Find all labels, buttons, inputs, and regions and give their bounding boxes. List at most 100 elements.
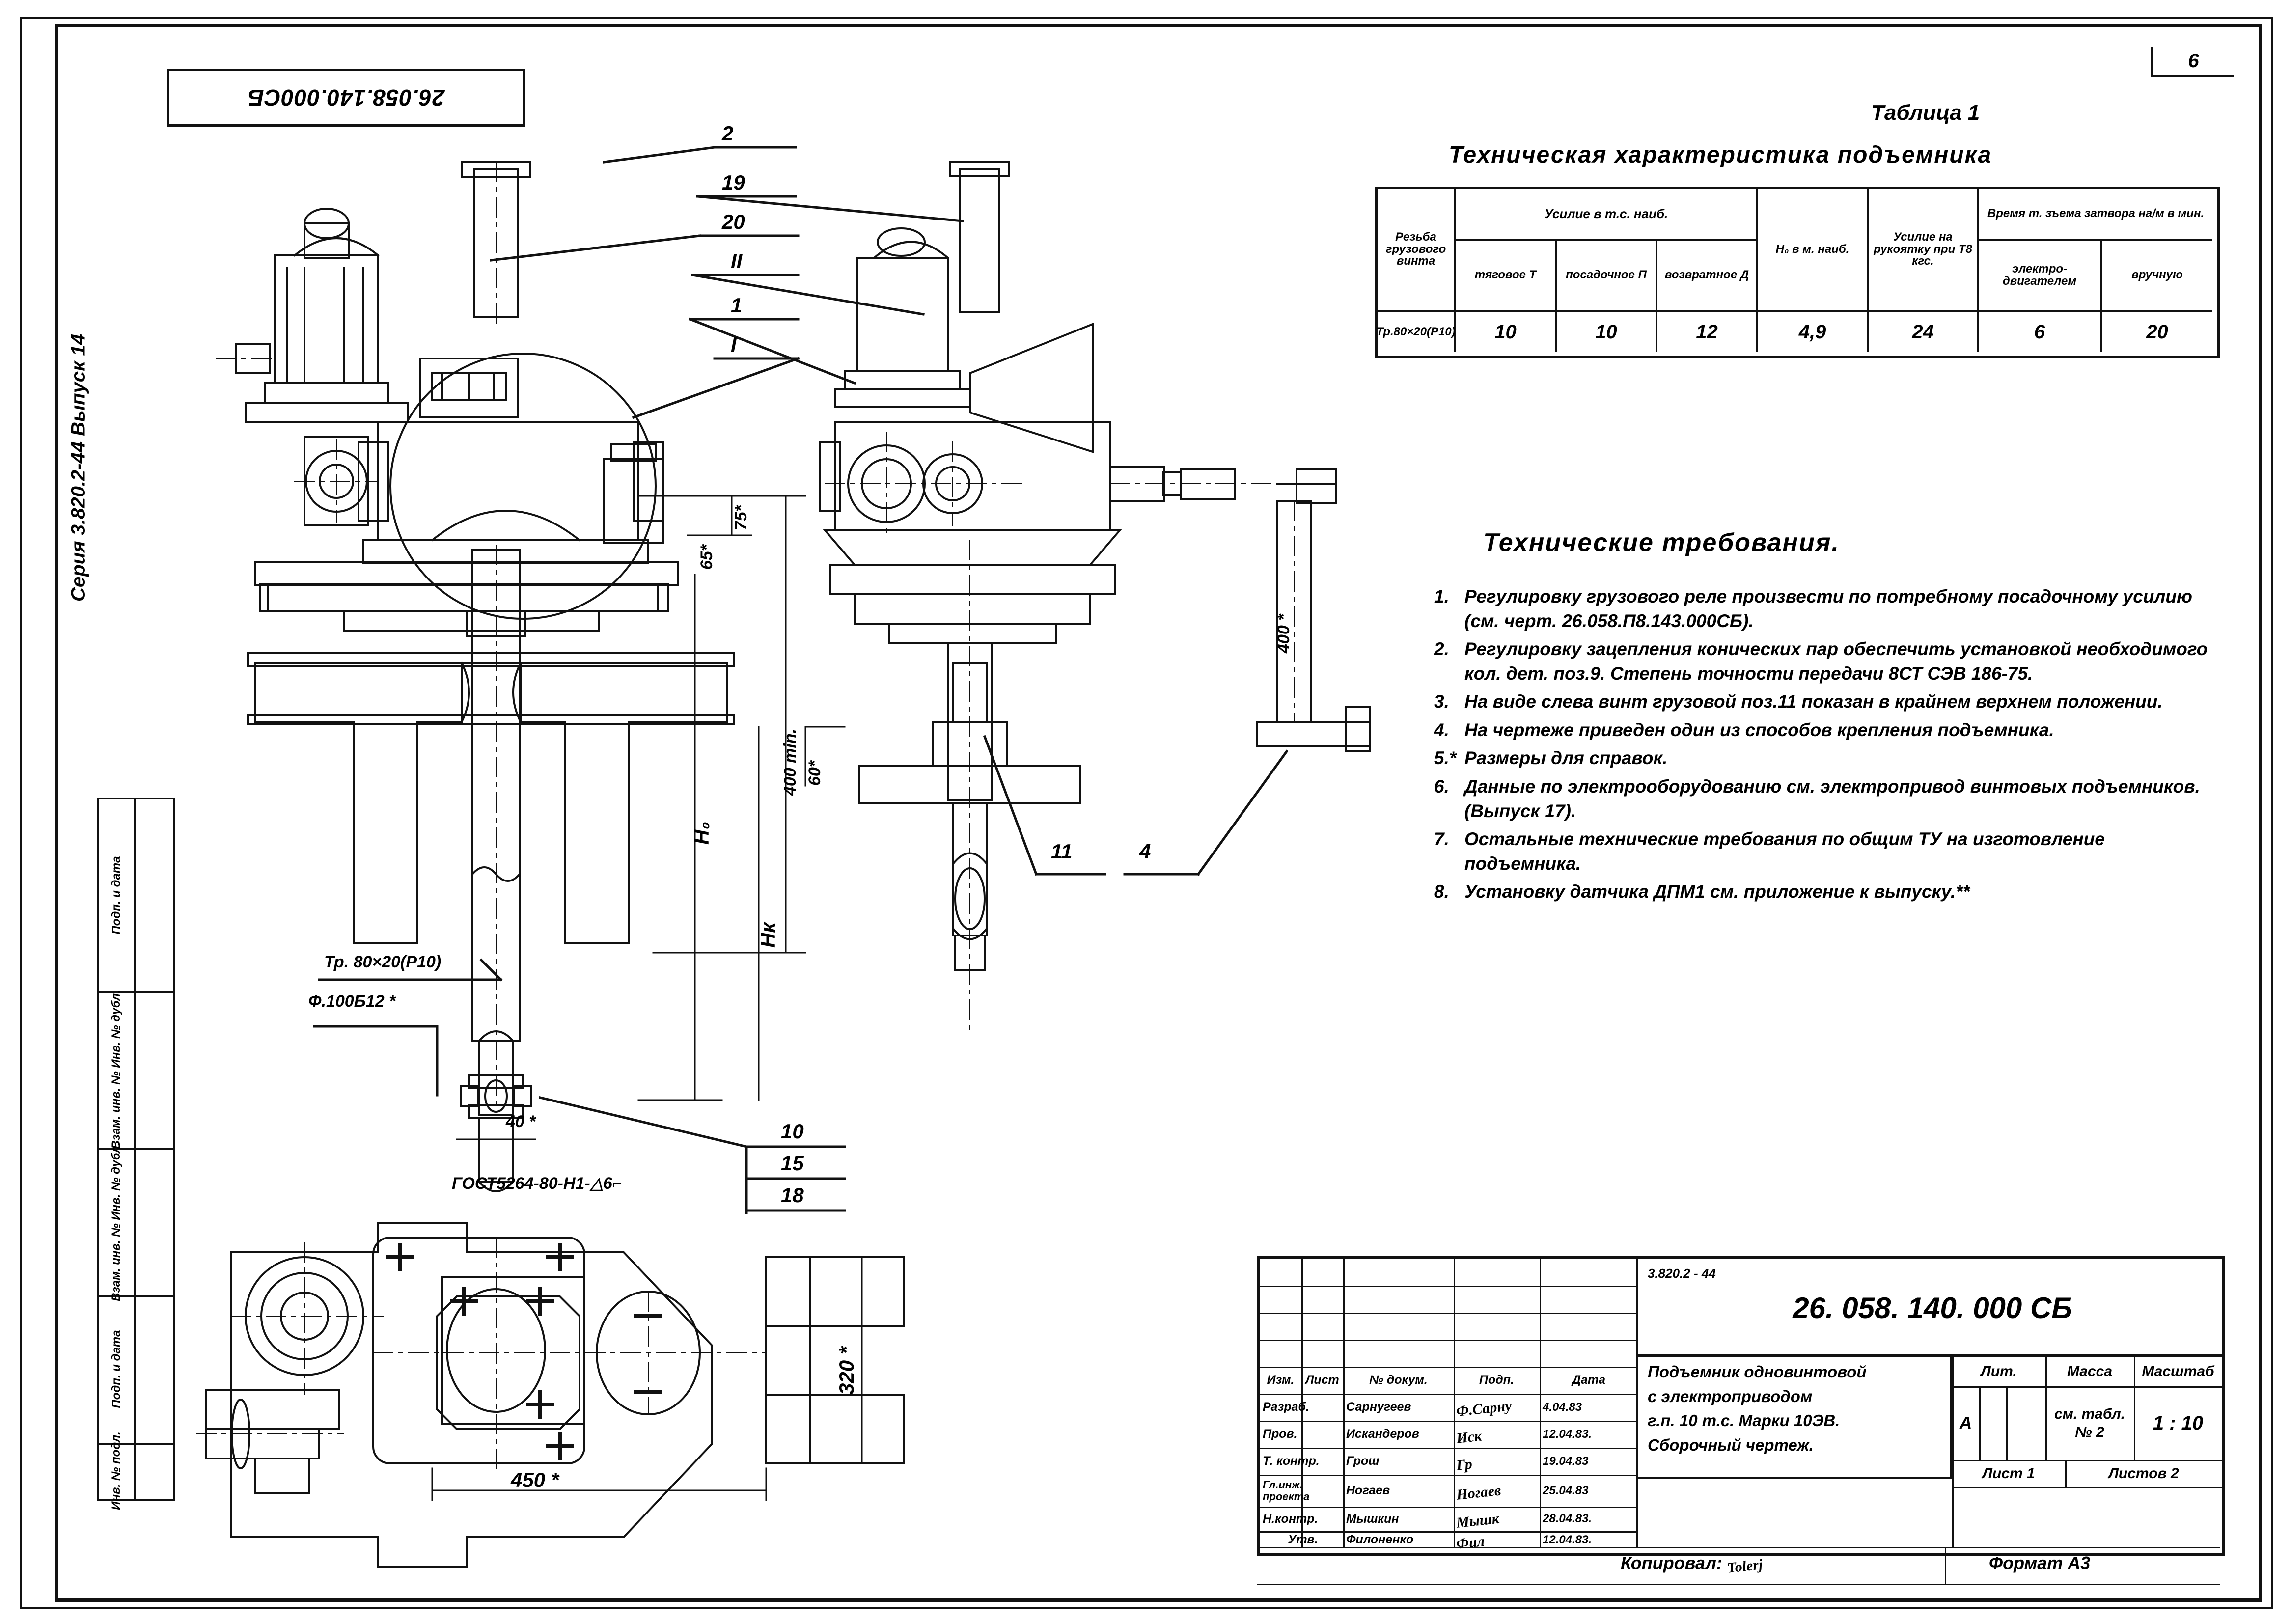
product-name-line: с электроприводом (1648, 1387, 1813, 1405)
title-block-name-nkontr: Мышкин (1346, 1512, 1399, 1526)
title-block-product-name: Подъемник одновинтовой с электроприводом… (1648, 1360, 1947, 1457)
side-block-row (99, 799, 173, 993)
dimension-400-min: 400 min. (781, 728, 800, 796)
title-block-date-razrab: 4.04.83 (1543, 1400, 1582, 1414)
table1-cell-force-t: 10 (1456, 312, 1557, 352)
tech-requirements-title: Технические требования. (1483, 528, 1840, 557)
dimension-400-star: 400 * (1274, 614, 1293, 653)
title-block-doc-number: 26. 058. 140. 000 СБ (1793, 1291, 2072, 1324)
table1-header-force-t: тяговое Т (1456, 241, 1557, 312)
dimension-65: 65* (697, 544, 716, 570)
side-block-row (99, 1295, 173, 1445)
title-block-name-razrab: Сарнугеев (1346, 1400, 1411, 1414)
title-block-role-tkontr: Т. контр. (1263, 1454, 1320, 1468)
format-label: Формат А3 (1989, 1553, 2091, 1573)
tech-requirement-item: 5.* Размеры для справок. (1434, 746, 2220, 771)
sheet-inner-frame (55, 24, 2262, 1602)
title-block-lit-label: Лит. (1981, 1363, 2017, 1379)
product-name-line: Сборочный чертеж. (1648, 1435, 1814, 1454)
title-block-date-prov: 12.04.83. (1543, 1427, 1592, 1441)
sheet-outer-frame (20, 17, 2273, 1609)
table1-cell-force-d: 12 (1657, 312, 1758, 352)
leader-value-15: 15 (781, 1152, 804, 1175)
leader-value-10: 10 (781, 1120, 804, 1143)
page-number: 6 (2188, 50, 2199, 72)
dimension-shaft-diameter: Ф.100Б12 * (308, 992, 396, 1011)
weld-note: ГОСТ5264-80-Н1-△6⌐ (452, 1174, 622, 1193)
dimension-thread-spec: Тр. 80×20(Р10) (324, 953, 442, 971)
callout-1: 1 (731, 294, 743, 317)
title-block-mass-value: см. табл. № 2 (2054, 1405, 2125, 1441)
drawing-number-box-top-left: 26.058.140.000СБ (167, 69, 525, 127)
tech-requirement-number: 1. (1434, 586, 1449, 606)
title-block-date-glinzh: 25.04.83 (1543, 1484, 1589, 1497)
table1-title: Техническая характеристика подъемника (1449, 142, 1992, 168)
dimension-40: 40 * (506, 1112, 536, 1131)
side-block-row (99, 1148, 173, 1297)
copied-by-label: Копировал: (1621, 1553, 1722, 1573)
table1-header-time-group: Время т. зъема затвора на/м в мин. (1979, 189, 2212, 241)
copied-by-line: Копировал: Tolerj (1621, 1553, 1764, 1576)
dimension-75: 75* (732, 505, 750, 530)
callout-I: I (731, 333, 737, 356)
title-block-date-tkontr: 19.04.83 (1543, 1454, 1589, 1468)
tech-requirement-number: 8. (1434, 881, 1449, 902)
title-block-doc-code: 3.820.2 - 44 (1648, 1266, 1716, 1281)
table1: Резьба грузового винта Тр.80×20(Р10) Уси… (1375, 187, 2220, 358)
title-block-header-list: Лист (1305, 1373, 1339, 1387)
tech-requirement-number: 2. (1434, 639, 1449, 660)
title-block-header-podp: Подп. (1479, 1373, 1514, 1387)
table1-cell-h0: 4,9 (1758, 312, 1869, 352)
table1-cell-handle: 24 (1869, 312, 1979, 352)
dimension-Hk: Нк (756, 922, 779, 948)
tech-requirement-text: Данные по электрооборудованию см. электр… (1464, 776, 2200, 821)
table1-cell-time-manual: 20 (2146, 321, 2168, 343)
title-block-header-docnum: № докум. (1369, 1373, 1428, 1387)
table1-caption: Таблица 1 (1871, 101, 1980, 125)
title-block-role-utv: Утв. (1288, 1533, 1318, 1546)
tech-requirement-number: 7. (1434, 829, 1449, 850)
tech-requirement-text: Остальные технические требования по общи… (1464, 829, 2105, 874)
page-number-box: 6 (2151, 47, 2234, 77)
dimension-450: 450 * (511, 1468, 559, 1491)
tech-requirement-number: 3. (1434, 691, 1449, 712)
tech-requirement-text: Установку датчика ДПМ1 см. приложение к … (1464, 881, 1970, 902)
tech-requirement-text: Регулировку грузового реле произвести по… (1464, 586, 2192, 631)
dimension-H0: Н₀ (690, 822, 713, 845)
title-block-scale-label: Масштаб (2142, 1363, 2214, 1379)
callout-19: 19 (722, 171, 745, 194)
title-block-header-data: Дата (1572, 1373, 1606, 1387)
tech-requirement-number: 6. (1434, 776, 1449, 797)
table1-cell-time-motor: 6 (1979, 312, 2102, 352)
title-block-name-glinzh: Ногаев (1346, 1484, 1390, 1497)
tech-requirement-item: 2. Регулировку зацепления конических пар… (1434, 637, 2220, 686)
table1-header-time-motor: электро-двигателем (1979, 241, 2102, 312)
title-block-mass-label: Масса (2067, 1363, 2113, 1379)
table1-header-handle: Усилие на рукоятку при Т8 кгс. (1869, 189, 1979, 312)
table1-header-force-d: возвратное Д (1657, 241, 1758, 312)
leader-value-18: 18 (781, 1184, 804, 1207)
table1-header-h0: H₀ в м. наиб. (1758, 189, 1869, 312)
tech-requirement-number: 5.* (1434, 748, 1457, 769)
tech-requirement-item: 8. Установку датчика ДПМ1 см. приложение… (1434, 880, 2220, 904)
title-block-name-tkontr: Грош (1346, 1454, 1380, 1468)
title-block-role-glinzh: Гл.инж. проекта (1263, 1479, 1310, 1503)
title-block-scale-value: 1 : 10 (2153, 1412, 2204, 1434)
table1-cell-thread: Тр.80×20(Р10) (1376, 312, 1456, 352)
callout-2: 2 (722, 122, 734, 145)
callout-11: 11 (1051, 840, 1073, 863)
tech-requirement-text: На чертеже приведен один из способов кре… (1464, 719, 2054, 740)
dimension-320: 320 * (835, 1346, 858, 1395)
title-block-role-prov: Пров. (1263, 1427, 1297, 1441)
title-block-lit-value: А (1959, 1413, 1972, 1433)
gost-side-block: Подп. и дата Взам. инв. № Инв. № дубл. В… (97, 798, 175, 1510)
tech-requirements-list: 1. Регулировку грузового реле произвести… (1434, 584, 2220, 908)
dimension-60: 60* (805, 760, 824, 786)
tech-requirement-item: 4. На чертеже приведен один из способов … (1434, 718, 2220, 743)
product-name-line: Подъемник одновинтовой (1648, 1363, 1867, 1381)
title-block-date-utv: 12.04.83. (1543, 1533, 1592, 1546)
tech-requirement-item: 6. Данные по электрооборудованию см. эле… (1434, 774, 2220, 823)
callout-20: 20 (722, 210, 745, 233)
side-block-row (99, 991, 173, 1150)
